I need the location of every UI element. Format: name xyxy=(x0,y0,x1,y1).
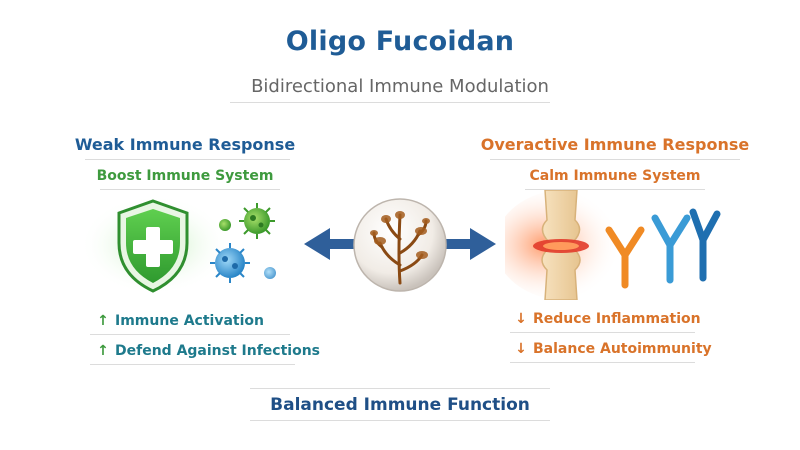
bullet-immune-activation: ↑Immune Activation xyxy=(95,313,264,329)
bullet-defend-infections: ↑Defend Against Infections xyxy=(95,343,320,359)
shield-cross-icon xyxy=(117,199,189,293)
overactive-title-divider xyxy=(490,159,740,160)
antibody-icon xyxy=(605,208,721,289)
calm-divider xyxy=(525,189,705,190)
bullet-balance-autoimmunity: ↓Balance Autoimmunity xyxy=(513,341,712,357)
joint-icon xyxy=(533,190,589,300)
bullet-reduce-inflammation: ↓Reduce Inflammation xyxy=(513,311,701,327)
subtitle-divider xyxy=(230,102,550,103)
arrow-down-icon: ↓ xyxy=(515,311,527,327)
balanced-immune-function: Balanced Immune Function xyxy=(270,395,530,415)
center-illustration xyxy=(304,198,496,292)
arrow-down-icon: ↓ xyxy=(515,341,527,357)
bullet-divider xyxy=(90,334,290,335)
shield-virus-illustration xyxy=(85,195,276,295)
footer-bottom-divider xyxy=(250,420,550,421)
page-subtitle: Bidirectional Immune Modulation xyxy=(251,76,549,97)
boost-immune-subtitle: Boost Immune System xyxy=(96,168,274,184)
weak-response-title: Weak Immune Response xyxy=(74,135,296,154)
bullet-divider xyxy=(90,364,295,365)
arrow-right-icon xyxy=(440,228,496,260)
page-title: Oligo Fucoidan xyxy=(285,26,515,57)
arrow-up-icon: ↑ xyxy=(97,313,109,329)
footer-top-divider xyxy=(250,388,550,389)
joint-antibody-illustration xyxy=(505,190,721,300)
bullet-divider xyxy=(510,332,695,333)
arrow-left-icon xyxy=(304,228,360,260)
virus-icon xyxy=(210,203,276,283)
weak-title-divider xyxy=(85,159,290,160)
arrow-up-icon: ↑ xyxy=(97,343,109,359)
boost-divider xyxy=(100,189,280,190)
bullet-divider xyxy=(510,362,695,363)
calm-immune-subtitle: Calm Immune System xyxy=(529,168,701,184)
overactive-response-title: Overactive Immune Response xyxy=(480,135,750,154)
